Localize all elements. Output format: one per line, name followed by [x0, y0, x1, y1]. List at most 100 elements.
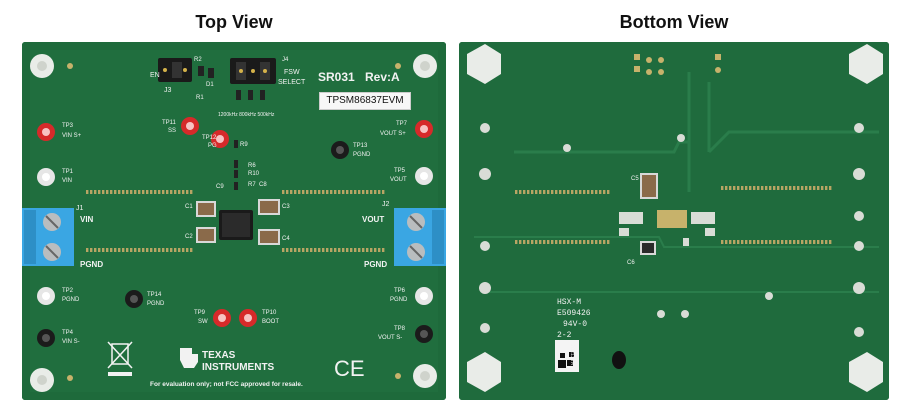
label-select: SELECT [278, 79, 306, 86]
hex-standoff-top-right [849, 44, 883, 84]
label-pgnd-left: PGND [80, 260, 103, 269]
terminal-block-j1 [22, 208, 74, 266]
sticker-text: 202127A [569, 344, 575, 365]
testpoint-tp1 [37, 168, 55, 186]
label-tp12-sig: PG [208, 143, 217, 149]
bottom-pad-array [619, 210, 715, 246]
power-module-ic [219, 210, 253, 240]
fcc-disclaimer: For evaluation only; not FCC approved fo… [150, 381, 303, 388]
part-number-label: TPSM86837EVM [319, 92, 411, 110]
label-r2: R2 [194, 57, 202, 63]
bottom-via-rows [515, 186, 832, 244]
label-en: EN [150, 72, 160, 79]
label-tp8-sig: VOUT S- [378, 335, 402, 341]
bottom-board-photo: C5 C6 HSX-M E509426 94V-0 2-2 202127A [459, 42, 889, 400]
capacitor-c3 [258, 199, 280, 215]
hex-standoff-bottom-right [849, 352, 883, 392]
hex-standoff-top-left [467, 44, 501, 84]
top-view-title: Top View [195, 12, 273, 32]
label-tp5: TP5 [394, 168, 406, 174]
marking-94v0: 94V-0 [563, 320, 587, 329]
hex-standoff-bottom-left [467, 352, 501, 392]
standoff-top-right [413, 54, 437, 78]
standoff-bottom-right [413, 364, 437, 388]
label-r1: R1 [196, 95, 204, 101]
label-tp3-sig: VIN S+ [62, 133, 82, 139]
label-c5: C5 [631, 176, 639, 182]
label-tp2: TP2 [62, 288, 74, 294]
label-c4: C4 [282, 236, 290, 242]
label-tp10-sig: BOOT [262, 319, 279, 325]
label-c2: C2 [185, 234, 193, 240]
serial-sticker [555, 340, 579, 372]
label-tp6: TP6 [394, 288, 406, 294]
testpoint-tp8 [415, 325, 433, 343]
capacitor-c5 [640, 173, 658, 199]
label-tp7: TP7 [396, 121, 408, 127]
capacitor-c6 [640, 241, 656, 255]
label-j1: J1 [76, 205, 84, 212]
capacitor-c2 [196, 227, 216, 243]
label-tp2-sig: PGND [62, 297, 80, 303]
label-c9: C9 [216, 184, 224, 190]
label-j3: J3 [164, 87, 172, 94]
label-tp9: TP9 [194, 310, 206, 316]
label-tp7-sig: VOUT S+ [380, 131, 406, 137]
label-tp14: TP14 [147, 292, 162, 298]
marking-e509426: E509426 [557, 309, 591, 318]
testpoint-tp13 [331, 141, 349, 159]
testpoint-tp10 [239, 309, 257, 327]
label-tp4: TP4 [62, 330, 74, 336]
label-j4: J4 [282, 57, 289, 63]
label-tp8: TP8 [394, 326, 406, 332]
bottom-view-title: Bottom View [619, 12, 729, 32]
label-r9: R9 [240, 142, 248, 148]
label-tp12: TP12 [202, 135, 217, 141]
capacitor-c1 [196, 201, 216, 217]
testpoint-tp9 [213, 309, 231, 327]
testpoint-tp7 [415, 120, 433, 138]
label-pgnd-right: PGND [364, 260, 387, 269]
brand-line1: TEXAS [202, 350, 236, 361]
jumper-j4 [230, 58, 276, 84]
marking-date: 2-2 [557, 331, 572, 340]
label-tp13-sig: PGND [353, 152, 371, 158]
label-tp10: TP10 [262, 310, 277, 316]
label-tp14-sig: PGND [147, 301, 165, 307]
label-r10: R10 [248, 171, 260, 177]
recycle-bin-icon [107, 341, 133, 376]
marking-hsx: HSX-M [557, 298, 581, 307]
side-holes [479, 123, 865, 337]
testpoint-tp2 [37, 287, 55, 305]
testpoint-tp6 [415, 287, 433, 305]
label-tp11: TP11 [162, 120, 177, 126]
label-tp4-sig: VIN S- [62, 339, 80, 345]
label-tp1-sig: VIN [62, 178, 72, 184]
label-tp3: TP3 [62, 123, 74, 129]
label-d1: D1 [206, 82, 214, 88]
board-rev: Rev:A [365, 70, 400, 84]
testpoint-tp11 [181, 117, 199, 135]
jumper-j3 [158, 58, 192, 82]
brand-line2: INSTRUMENTS [202, 362, 275, 373]
label-c3: C3 [282, 204, 290, 210]
label-fsw: FSW [284, 69, 300, 76]
capacitor-c4 [258, 229, 280, 245]
standoff-top-left [30, 54, 54, 78]
terminal-block-j2 [394, 208, 446, 266]
testpoint-tp14 [125, 290, 143, 308]
label-tp13: TP13 [353, 143, 368, 149]
top-board-photo: J3 EN R2 D1 R1 J4 FSW SELECT 1200kHz 800… [22, 42, 446, 400]
label-r7: R7 [248, 182, 256, 188]
pad-cluster-top [634, 54, 721, 75]
label-r6: R6 [248, 163, 256, 169]
label-tp1: TP1 [62, 169, 74, 175]
label-freqs: 1200kHz 800kHz 500kHz [218, 112, 275, 118]
board-id: SR031 [318, 70, 355, 84]
label-vout: VOUT [362, 215, 384, 224]
label-tp9-sig: SW [198, 319, 208, 325]
label-c1: C1 [185, 204, 193, 210]
testpoint-tp3 [37, 123, 55, 141]
testpoint-tp5 [415, 167, 433, 185]
label-vin: VIN [80, 215, 94, 224]
